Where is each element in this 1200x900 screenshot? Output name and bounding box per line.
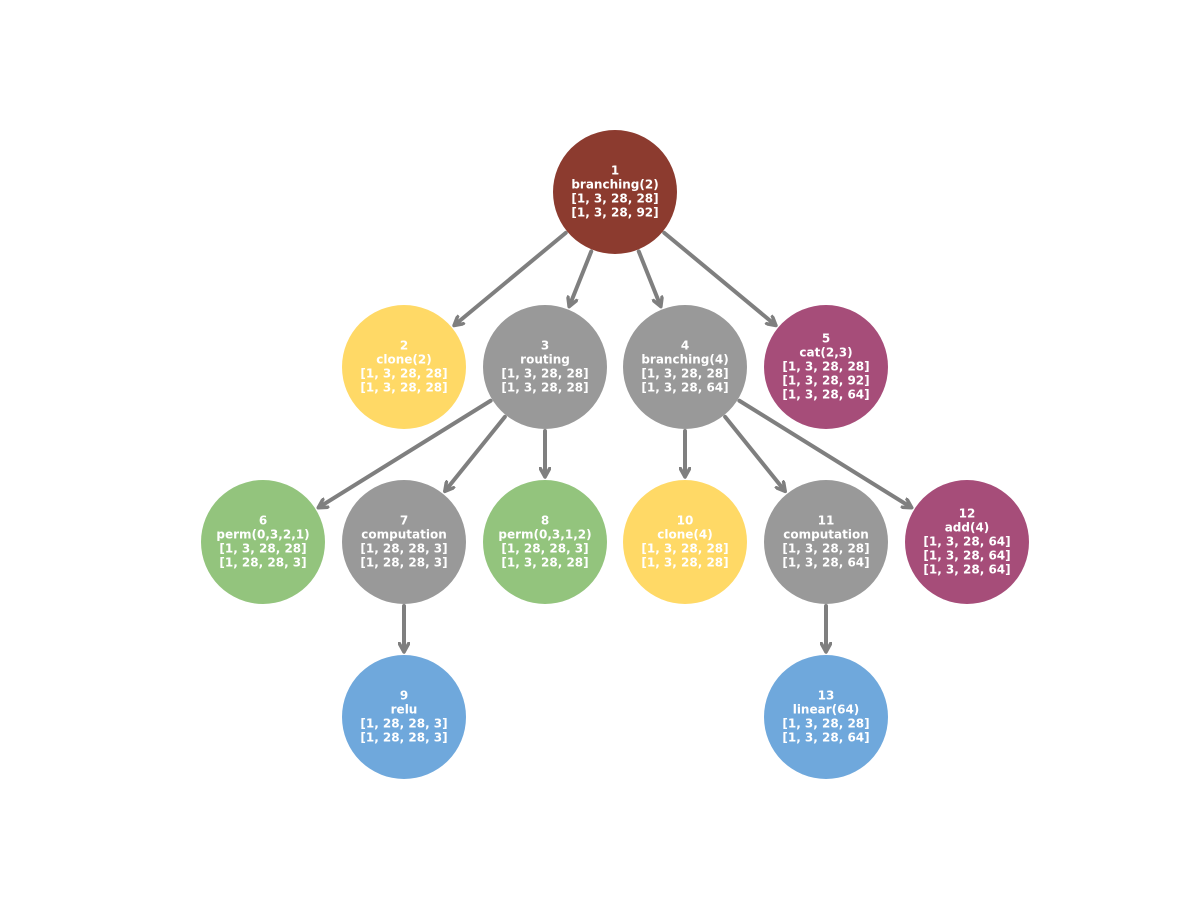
node-11-circle (764, 480, 888, 604)
node-12-line-3: [1, 3, 28, 64] (923, 549, 1010, 563)
node-12-line-1: add(4) (945, 521, 990, 535)
node-10-line-3: [1, 3, 28, 28] (641, 556, 728, 570)
node-3-circle (483, 305, 607, 429)
node-7-circle (342, 480, 466, 604)
node-8-line-1: perm(0,3,1,2) (498, 528, 591, 542)
node-4-line-1: branching(4) (641, 353, 728, 367)
node-10-line-0: 10 (677, 514, 694, 528)
node-12-line-2: [1, 3, 28, 64] (923, 535, 1010, 549)
node-2-line-0: 2 (400, 339, 408, 353)
node-2-circle (342, 305, 466, 429)
node-9-line-1: relu (391, 703, 418, 717)
node-11-line-2: [1, 3, 28, 28] (782, 542, 869, 556)
node-5-circle (764, 305, 888, 429)
node-13-line-2: [1, 3, 28, 28] (782, 717, 869, 731)
edge-4-to-11 (723, 414, 784, 491)
node-7-line-1: computation (361, 528, 446, 542)
edge-1-to-5 (662, 230, 775, 325)
node-6-line-1: perm(0,3,2,1) (216, 528, 309, 542)
node-2-line-1: clone(2) (376, 353, 431, 367)
edge-1-to-4 (636, 249, 661, 305)
edges-layer (319, 230, 911, 651)
node-9-circle (342, 655, 466, 779)
node-7-line-3: [1, 28, 28, 3] (360, 556, 447, 570)
node-11-line-3: [1, 3, 28, 64] (782, 556, 869, 570)
node-4-line-0: 4 (681, 339, 689, 353)
node-1-line-2: [1, 3, 28, 28] (571, 192, 658, 206)
node-7-line-2: [1, 28, 28, 3] (360, 542, 447, 556)
node-3-line-2: [1, 3, 28, 28] (501, 367, 588, 381)
node-8-line-2: [1, 28, 28, 3] (501, 542, 588, 556)
node-1-line-3: [1, 3, 28, 92] (571, 206, 658, 220)
node-5-line-1: cat(2,3) (799, 346, 852, 360)
node-12-circle (905, 480, 1029, 604)
node-3-line-1: routing (520, 353, 570, 367)
node-1-circle (553, 130, 677, 254)
node-10-circle (623, 480, 747, 604)
node-12-line-0: 12 (959, 507, 976, 521)
node-6-line-0: 6 (259, 514, 267, 528)
edge-3-to-7 (445, 414, 507, 491)
node-13-line-0: 13 (818, 689, 835, 703)
node-3-line-3: [1, 3, 28, 28] (501, 381, 588, 395)
node-11-line-1: computation (783, 528, 868, 542)
node-5-line-4: [1, 3, 28, 64] (782, 388, 869, 402)
node-5-line-2: [1, 3, 28, 28] (782, 360, 869, 374)
node-13-circle (764, 655, 888, 779)
node-13-line-1: linear(64) (793, 703, 860, 717)
node-5-line-0: 5 (822, 332, 830, 346)
node-7-line-0: 7 (400, 514, 408, 528)
node-5-line-3: [1, 3, 28, 92] (782, 374, 869, 388)
edge-4-to-12 (737, 398, 911, 507)
node-11-line-0: 11 (818, 514, 835, 528)
node-3-line-0: 3 (541, 339, 549, 353)
edge-1-to-2 (455, 230, 568, 325)
node-1-line-1: branching(2) (571, 178, 658, 192)
node-4-circle (623, 305, 747, 429)
node-10-line-2: [1, 3, 28, 28] (641, 542, 728, 556)
node-6-circle (201, 480, 325, 604)
node-6-line-3: [1, 28, 28, 3] (219, 556, 306, 570)
node-2-line-3: [1, 3, 28, 28] (360, 381, 447, 395)
node-9-line-2: [1, 28, 28, 3] (360, 717, 447, 731)
node-6-line-2: [1, 3, 28, 28] (219, 542, 306, 556)
edge-3-to-6 (319, 398, 493, 507)
edge-1-to-3 (570, 249, 594, 305)
node-4-line-2: [1, 3, 28, 28] (641, 367, 728, 381)
node-1-line-0: 1 (611, 164, 619, 178)
node-8-line-3: [1, 3, 28, 28] (501, 556, 588, 570)
node-8-line-0: 8 (541, 514, 549, 528)
node-4-line-3: [1, 3, 28, 64] (641, 381, 728, 395)
node-9-line-3: [1, 28, 28, 3] (360, 731, 447, 745)
node-12-line-4: [1, 3, 28, 64] (923, 563, 1010, 577)
node-2-line-2: [1, 3, 28, 28] (360, 367, 447, 381)
node-13-line-3: [1, 3, 28, 64] (782, 731, 869, 745)
node-9-line-0: 9 (400, 689, 408, 703)
node-8-circle (483, 480, 607, 604)
node-10-line-1: clone(4) (657, 528, 712, 542)
